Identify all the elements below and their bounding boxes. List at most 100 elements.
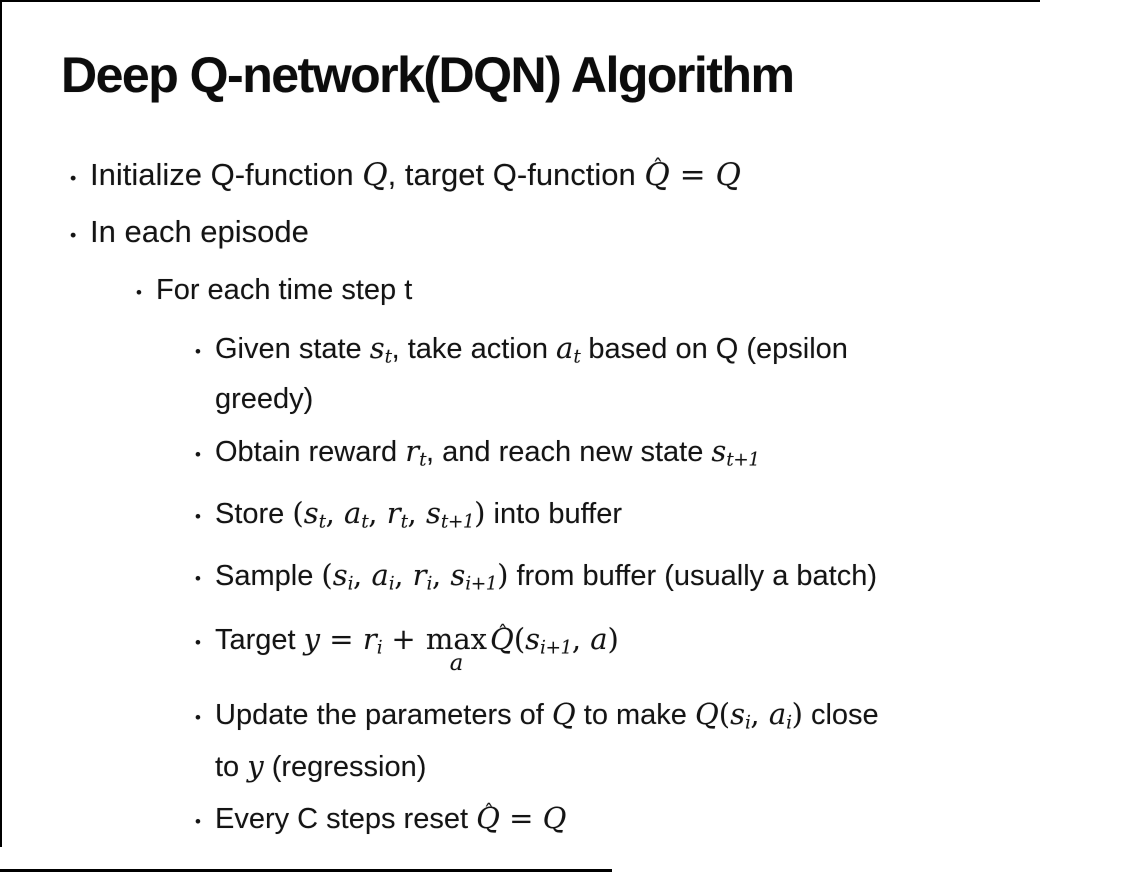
math-var: Q (476, 800, 500, 835)
bullet-icon: • (195, 445, 201, 465)
bullet-icon: • (195, 811, 201, 831)
bullet-text: In each episode (90, 211, 309, 253)
math-paren: ) (607, 621, 619, 656)
math-var: s (332, 558, 348, 593)
text-seg: close (802, 699, 879, 732)
bullet-sample-buffer: • Sample (si, ai, ri, si+1) from buffer … (0, 554, 1124, 605)
math-paren: ) (791, 697, 803, 732)
math-var: a (556, 331, 574, 365)
math-var: s (730, 697, 745, 732)
math-paren: ( (321, 558, 333, 593)
bullet-text: Update the parameters of Q to make Q(si,… (215, 693, 879, 787)
math-paren: ( (718, 697, 731, 732)
page-edge-left (0, 0, 2, 847)
math-sub: i (376, 637, 383, 659)
slide-title: Deep Q-network(DQN) Algorithm (61, 47, 795, 103)
hat-accent-icon: ˆ (497, 620, 508, 645)
math-comma: , (353, 558, 372, 593)
text-seg: Sample (215, 560, 322, 593)
bullet-text: Given state st, take action at based on … (215, 327, 848, 420)
math-var: s (711, 434, 727, 469)
text-seg: from buffer (usually a batch) (508, 560, 877, 593)
math-sub: t (573, 346, 581, 368)
math-var: s (369, 331, 385, 365)
math-sub: t+1 (726, 449, 760, 471)
math-var: y (303, 621, 321, 656)
math-operator: = (499, 800, 543, 835)
bullet-obtain-reward: • Obtain reward rt, and reach new state … (0, 430, 1124, 481)
math-var: s (303, 495, 319, 530)
bullet-text: For each time step t (156, 269, 412, 311)
math-var: r (362, 621, 377, 656)
text-seg: into buffer (485, 497, 623, 530)
bullet-text: Sample (si, ai, ri, si+1) from buffer (u… (215, 554, 877, 605)
bullet-text: Store (st, at, rt, st+1) into buffer (215, 492, 622, 543)
math-sub: i (744, 712, 751, 734)
text-seg: to make (575, 699, 695, 732)
math-sub: i (388, 573, 395, 595)
math-var: Q (542, 800, 567, 835)
math-var: s (425, 495, 441, 530)
max-under-var: a (449, 649, 464, 676)
text-seg: Every C steps reset (215, 802, 477, 835)
text-seg: (regression) (263, 750, 427, 783)
math-var: s (525, 621, 541, 656)
math-var: a (768, 697, 787, 732)
math-comma: , (394, 558, 413, 593)
math-var: y (247, 748, 264, 783)
text-seg: Update the parameters of (215, 699, 552, 732)
text-seg: , take action (391, 333, 557, 365)
bullet-text: Obtain reward rt, and reach new state st… (215, 430, 760, 481)
bullet-icon: • (195, 569, 201, 589)
math-var: a (590, 621, 608, 656)
math-comma: , (325, 495, 344, 530)
math-var: Q (490, 621, 514, 656)
math-sub: i (347, 573, 354, 595)
math-sub: t (419, 449, 427, 471)
math-var: r (386, 495, 401, 530)
math-sub: i+1 (540, 637, 572, 659)
text-seg: , and reach new state (426, 436, 712, 469)
bullet-for-each-time-step: • For each time step t (0, 269, 1124, 315)
math-var: Q (715, 157, 741, 193)
text-seg: Store (215, 497, 293, 530)
bullet-icon: • (195, 342, 201, 361)
bullet-icon: • (70, 225, 77, 245)
math-operator: = (320, 621, 363, 656)
slide-body: • Initialize Q-function Q, target Q-func… (0, 154, 1124, 844)
math-operator: + (382, 621, 425, 656)
math-paren: ) (474, 495, 486, 530)
text-seg: In each episode (90, 214, 309, 249)
math-var: Q (694, 697, 719, 732)
math-var: a (371, 558, 389, 593)
text-seg: Given state (215, 333, 370, 365)
math-sub: t (361, 511, 369, 533)
math-var: a (344, 495, 362, 530)
text-seg: to (215, 750, 248, 783)
math-sub: t (384, 346, 392, 368)
bullet-store-buffer: • Store (st, at, rt, st+1) into buffer (0, 492, 1124, 543)
text-seg: Obtain reward (215, 436, 406, 469)
math-sub: t+1 (440, 511, 475, 533)
math-comma: , (431, 558, 451, 593)
bullet-text: Initialize Q-function Q, target Q-functi… (90, 154, 741, 196)
math-sub: i (426, 573, 433, 595)
text-seg: Target (215, 623, 304, 656)
math-paren: ( (292, 495, 304, 530)
text-seg: For each time step t (156, 274, 413, 306)
math-sub: i+1 (465, 573, 498, 595)
math-var: Q (551, 697, 576, 732)
hat-accent-icon: ˆ (652, 155, 664, 181)
bullet-in-each-episode: • In each episode (0, 211, 1124, 257)
text-seg: , target Q-function (387, 157, 645, 192)
math-comma: , (407, 495, 426, 530)
bullet-given-state: • Given state st, take action at based o… (0, 327, 1124, 420)
